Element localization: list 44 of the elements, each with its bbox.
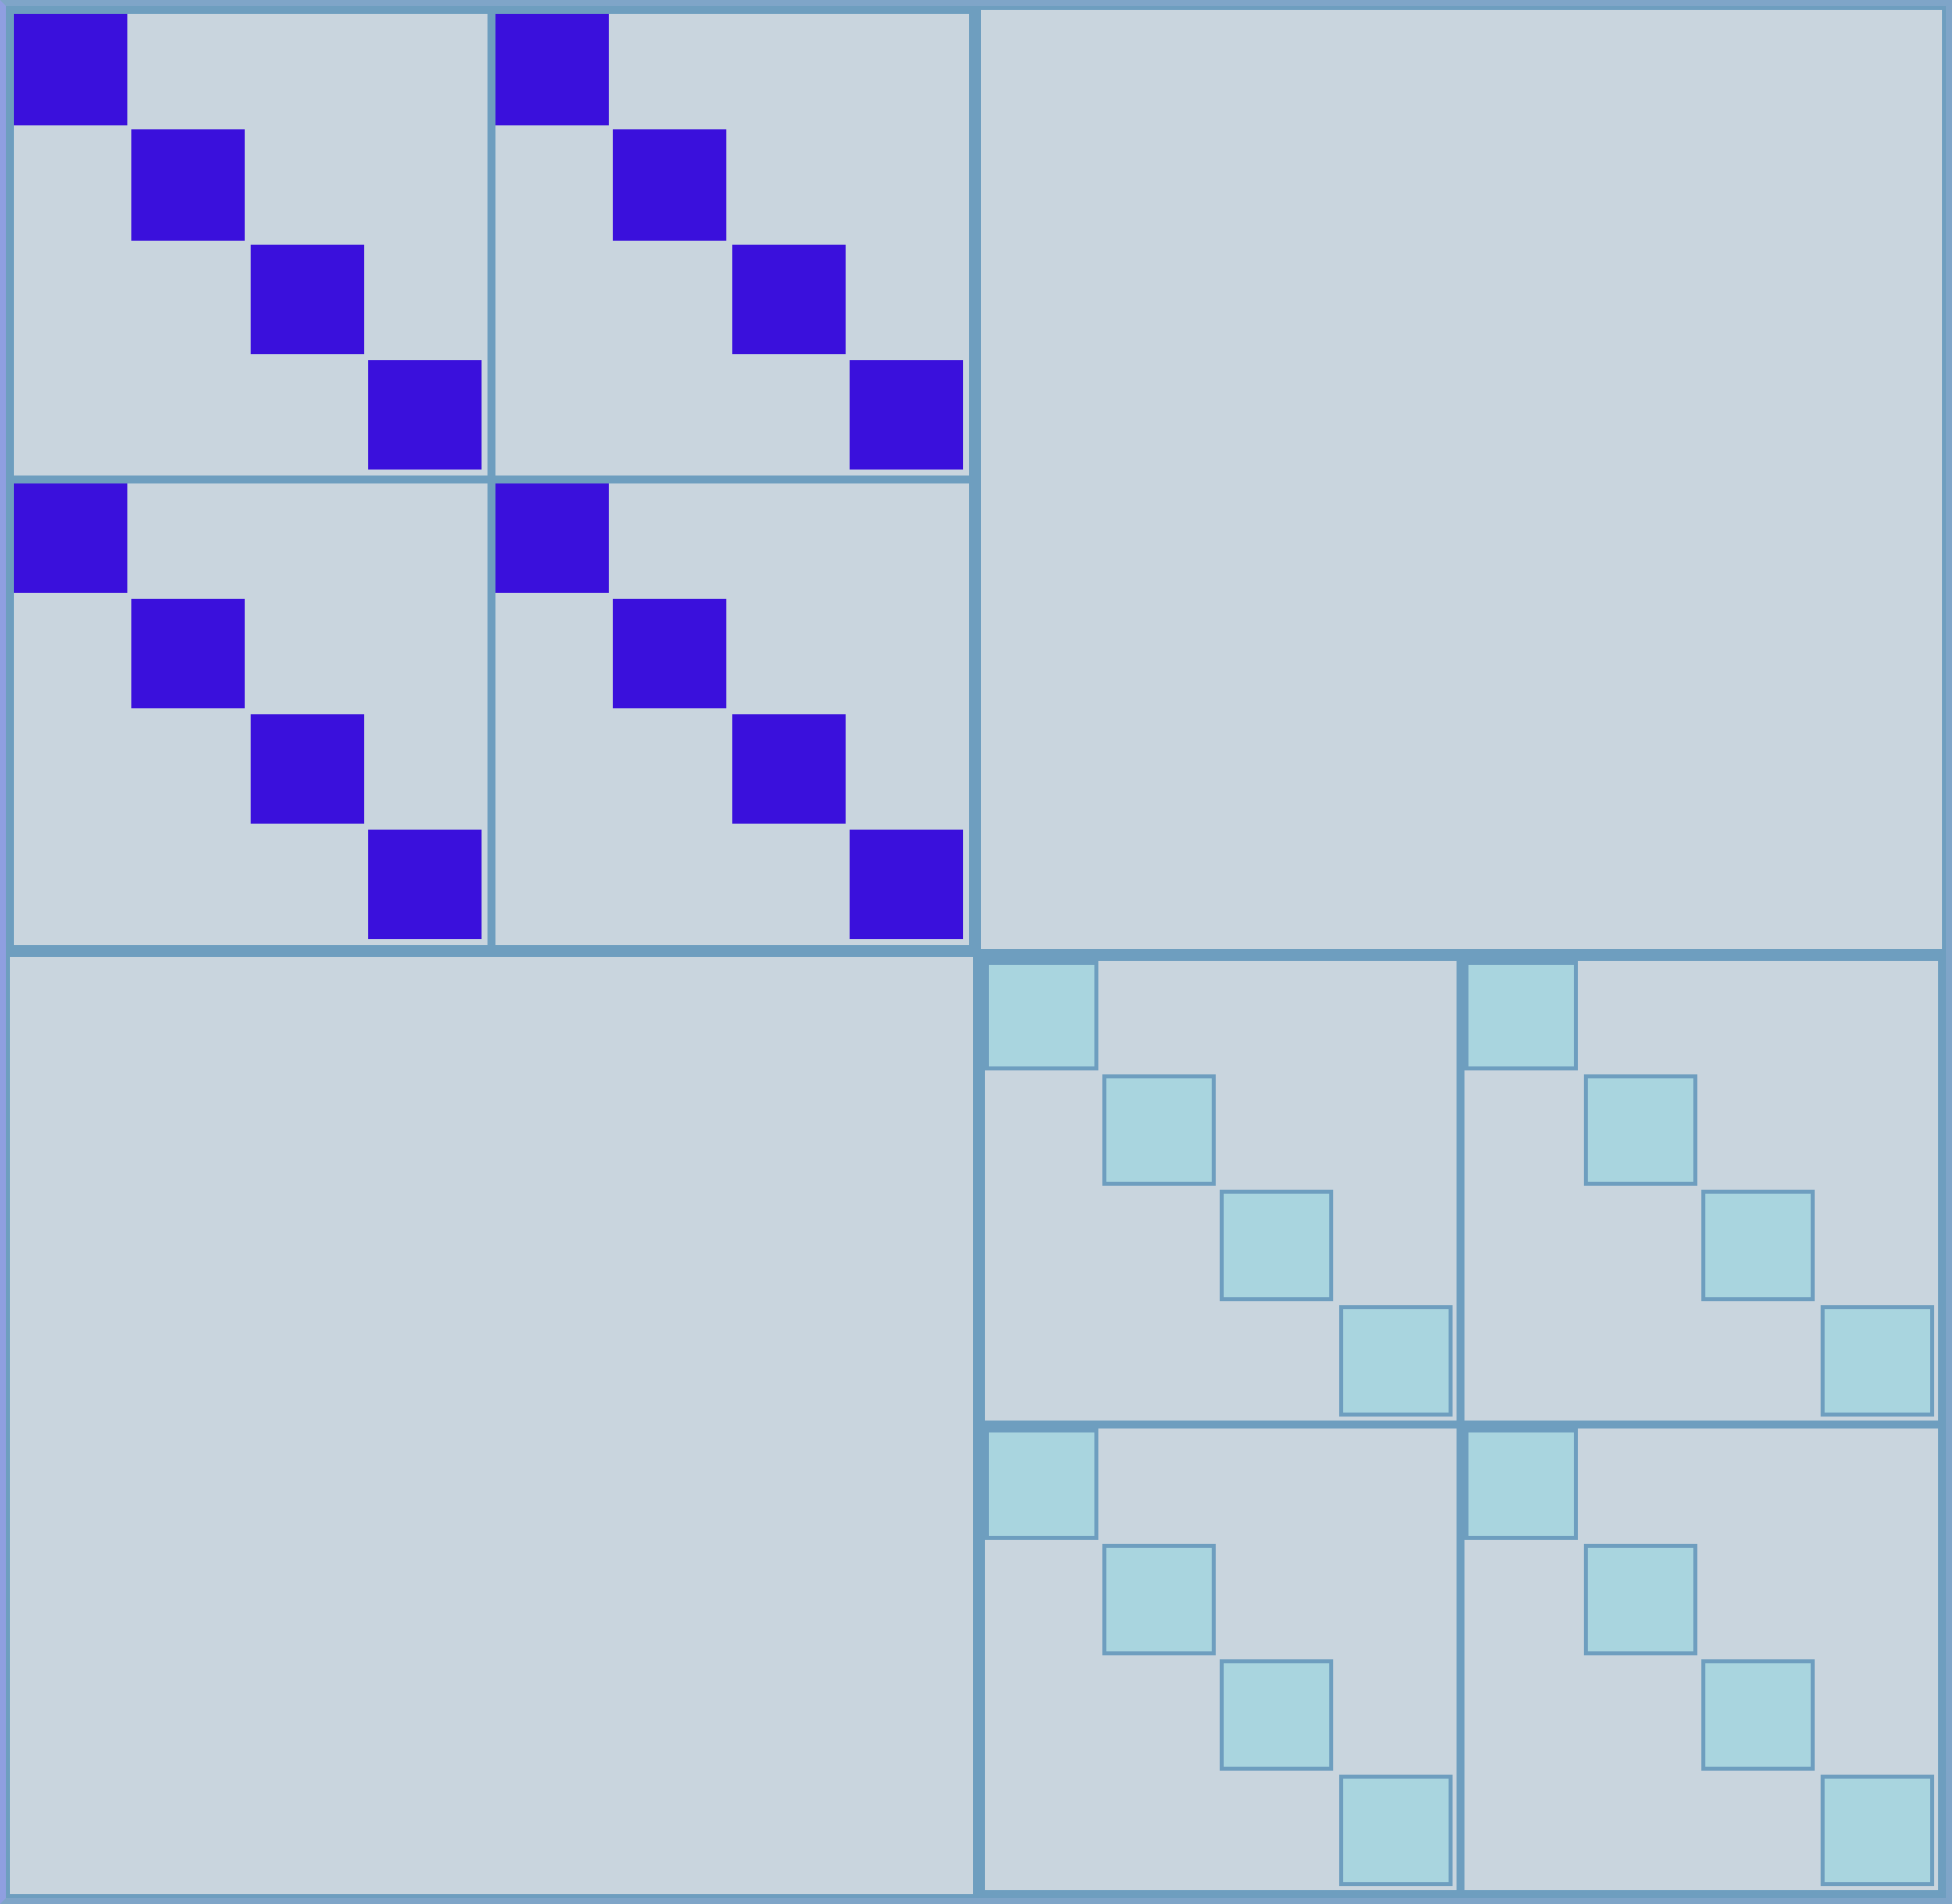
diagonal-square [1701, 1659, 1816, 1771]
sub-block [10, 10, 491, 479]
sub-block [1461, 1425, 1942, 1894]
diagonal-square [1583, 1544, 1697, 1655]
matrix-block [6, 952, 976, 1898]
sub-block [490, 10, 972, 479]
diagonal-square [1464, 1428, 1579, 1540]
diagonal-square [1820, 1305, 1934, 1417]
sub-block [1461, 956, 1942, 1426]
diagonal-square [14, 14, 128, 125]
diagonal-square [250, 713, 364, 825]
matrix-block [976, 6, 1946, 952]
diagonal-square [131, 598, 246, 709]
diagonal-square [1220, 1190, 1334, 1301]
diagonal-square [1583, 1074, 1697, 1187]
diagonal-square [494, 14, 609, 125]
diagonal-square [850, 359, 964, 471]
diagonal-square [368, 359, 483, 471]
matrix-block [6, 6, 976, 952]
diagonal-square [1338, 1305, 1453, 1417]
diagonal-square [494, 482, 609, 594]
diagonal-square [1101, 1544, 1216, 1655]
sub-block [490, 478, 972, 948]
diagonal-square [984, 960, 1098, 1071]
diagonal-square [613, 128, 727, 241]
diagonal-square [1820, 1775, 1934, 1886]
matrix-block [976, 952, 1946, 1898]
sub-block [10, 478, 491, 948]
diagonal-square [1220, 1659, 1334, 1771]
diagonal-square [1338, 1775, 1453, 1886]
diagonal-square [613, 598, 727, 709]
diagonal-square [850, 829, 964, 940]
diagonal-square [984, 1428, 1098, 1540]
diagonal-square [1464, 960, 1579, 1071]
diagonal-square [1701, 1190, 1816, 1301]
diagonal-square [731, 244, 846, 355]
diagonal-square [14, 482, 128, 594]
diagonal-square [1101, 1074, 1216, 1187]
diagonal-square [131, 128, 246, 241]
sub-block [980, 1425, 1462, 1894]
sub-block [980, 956, 1462, 1426]
diagonal-square [731, 713, 846, 825]
diagonal-square [250, 244, 364, 355]
diagonal-square [368, 829, 483, 940]
